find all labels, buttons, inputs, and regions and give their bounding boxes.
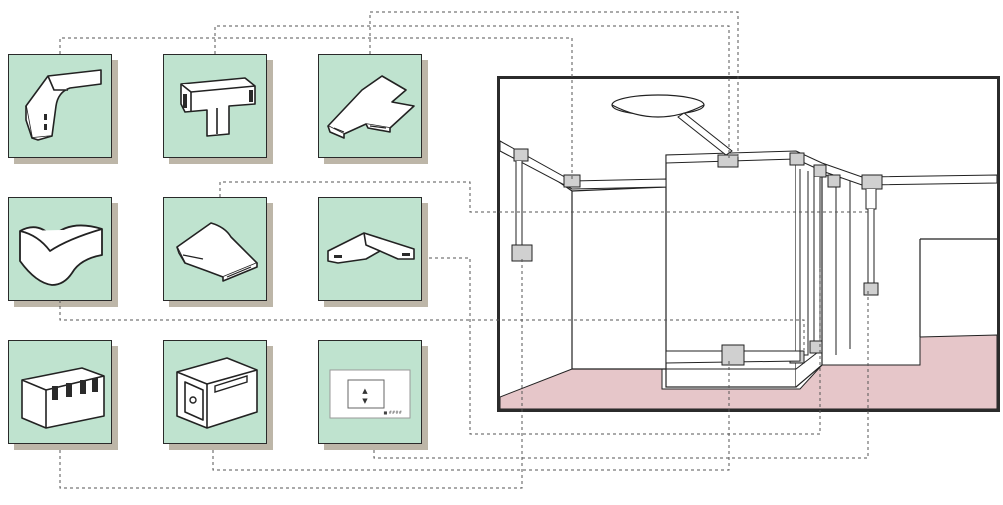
- accessory-tile-tee-piece: [163, 54, 273, 164]
- accessory-tile-switch-plate: ▲ ▼ ■ ####: [318, 340, 428, 450]
- flat-tee-icon: [327, 75, 415, 139]
- accessory-tile-double-box: [8, 340, 118, 450]
- brand-mark: ■ ####: [384, 410, 403, 415]
- single-box-icon: [176, 357, 258, 429]
- accessory-tile-internal-angle: [8, 197, 118, 307]
- accessory-tile-flat-angle-wide: [163, 197, 273, 307]
- external-angle-icon: [327, 232, 415, 264]
- flat-angle-wide-icon: [176, 222, 258, 282]
- switch-down-symbol: ▼: [362, 397, 368, 405]
- accessory-tile-single-box: [163, 340, 273, 450]
- accessory-tile-external-angle: [318, 197, 428, 307]
- switch-up-symbol: ▲: [362, 387, 368, 395]
- flat-angle-icon: [25, 69, 102, 141]
- double-box-icon: [21, 367, 105, 429]
- tee-piece-icon: [180, 77, 256, 137]
- switch-plate-icon: ▲ ▼ ■ ####: [329, 369, 411, 419]
- accessory-tile-flat-tee: [318, 54, 428, 164]
- internal-angle-icon: [19, 224, 103, 286]
- accessory-tile-flat-angle: [8, 54, 118, 164]
- room-installation-illustration: [497, 76, 1000, 412]
